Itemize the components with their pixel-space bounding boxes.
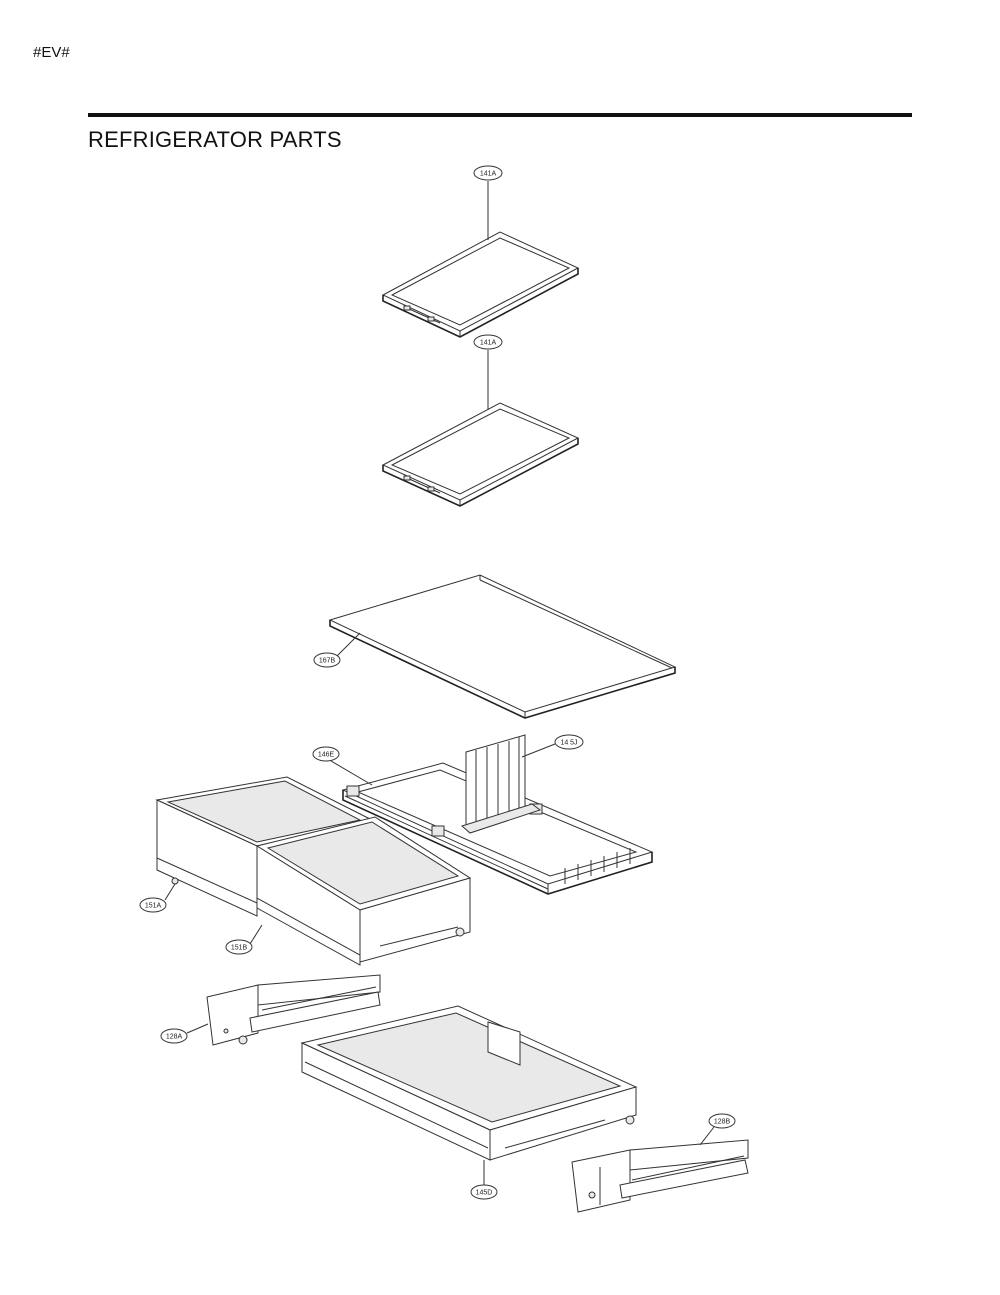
callout-167b: 167B [313,652,341,668]
glass-shelf-upper [381,231,580,338]
callout-label-141a-upper: 141A [480,171,497,178]
callout-146e: 146E [312,746,340,762]
callout-151a: 151A [139,897,167,913]
callout-128a: 128A [160,1028,188,1044]
page-title: REFRIGERATOR PARTS [88,127,342,152]
callout-145d: 145D [470,1184,498,1200]
crisper-cover [328,574,677,719]
callout-128b: 128B [708,1113,736,1129]
callout-141a-upper: 141A [473,165,503,181]
leader-151b [249,924,263,945]
callout-label-145d: 145D [476,1190,493,1197]
leader-128b [699,1126,715,1146]
callout-label-145j: 14 5J [560,740,577,747]
leader-167b [336,632,361,657]
leader-128a [186,1023,209,1034]
leader-151a [164,883,176,901]
crisper-drawer-right [255,816,472,966]
callout-label-146e: 146E [318,752,335,759]
callout-label-128b: 128B [714,1119,731,1126]
callout-label-151b: 151B [231,945,248,952]
slide-rail-left [206,974,381,1046]
pantry-drawer [300,1005,638,1161]
callout-151b: 151B [225,939,253,955]
callout-141a-lower: 141A [473,334,503,350]
callout-label-128a: 128A [166,1034,183,1041]
callout-label-151a: 151A [145,903,162,910]
callout-label-167b: 167B [319,658,336,665]
callout-145j: 14 5J [554,734,584,750]
title-rule [88,113,912,117]
leader-145j [521,743,556,758]
glass-shelf-lower [381,402,580,507]
leader-146e [330,760,373,786]
crisper-divider [461,734,542,834]
crisper-drawer-left [155,776,374,917]
document-tag: #EV# [33,44,70,61]
slide-rail-right [571,1139,749,1213]
callout-label-141a-lower: 141A [480,340,497,347]
